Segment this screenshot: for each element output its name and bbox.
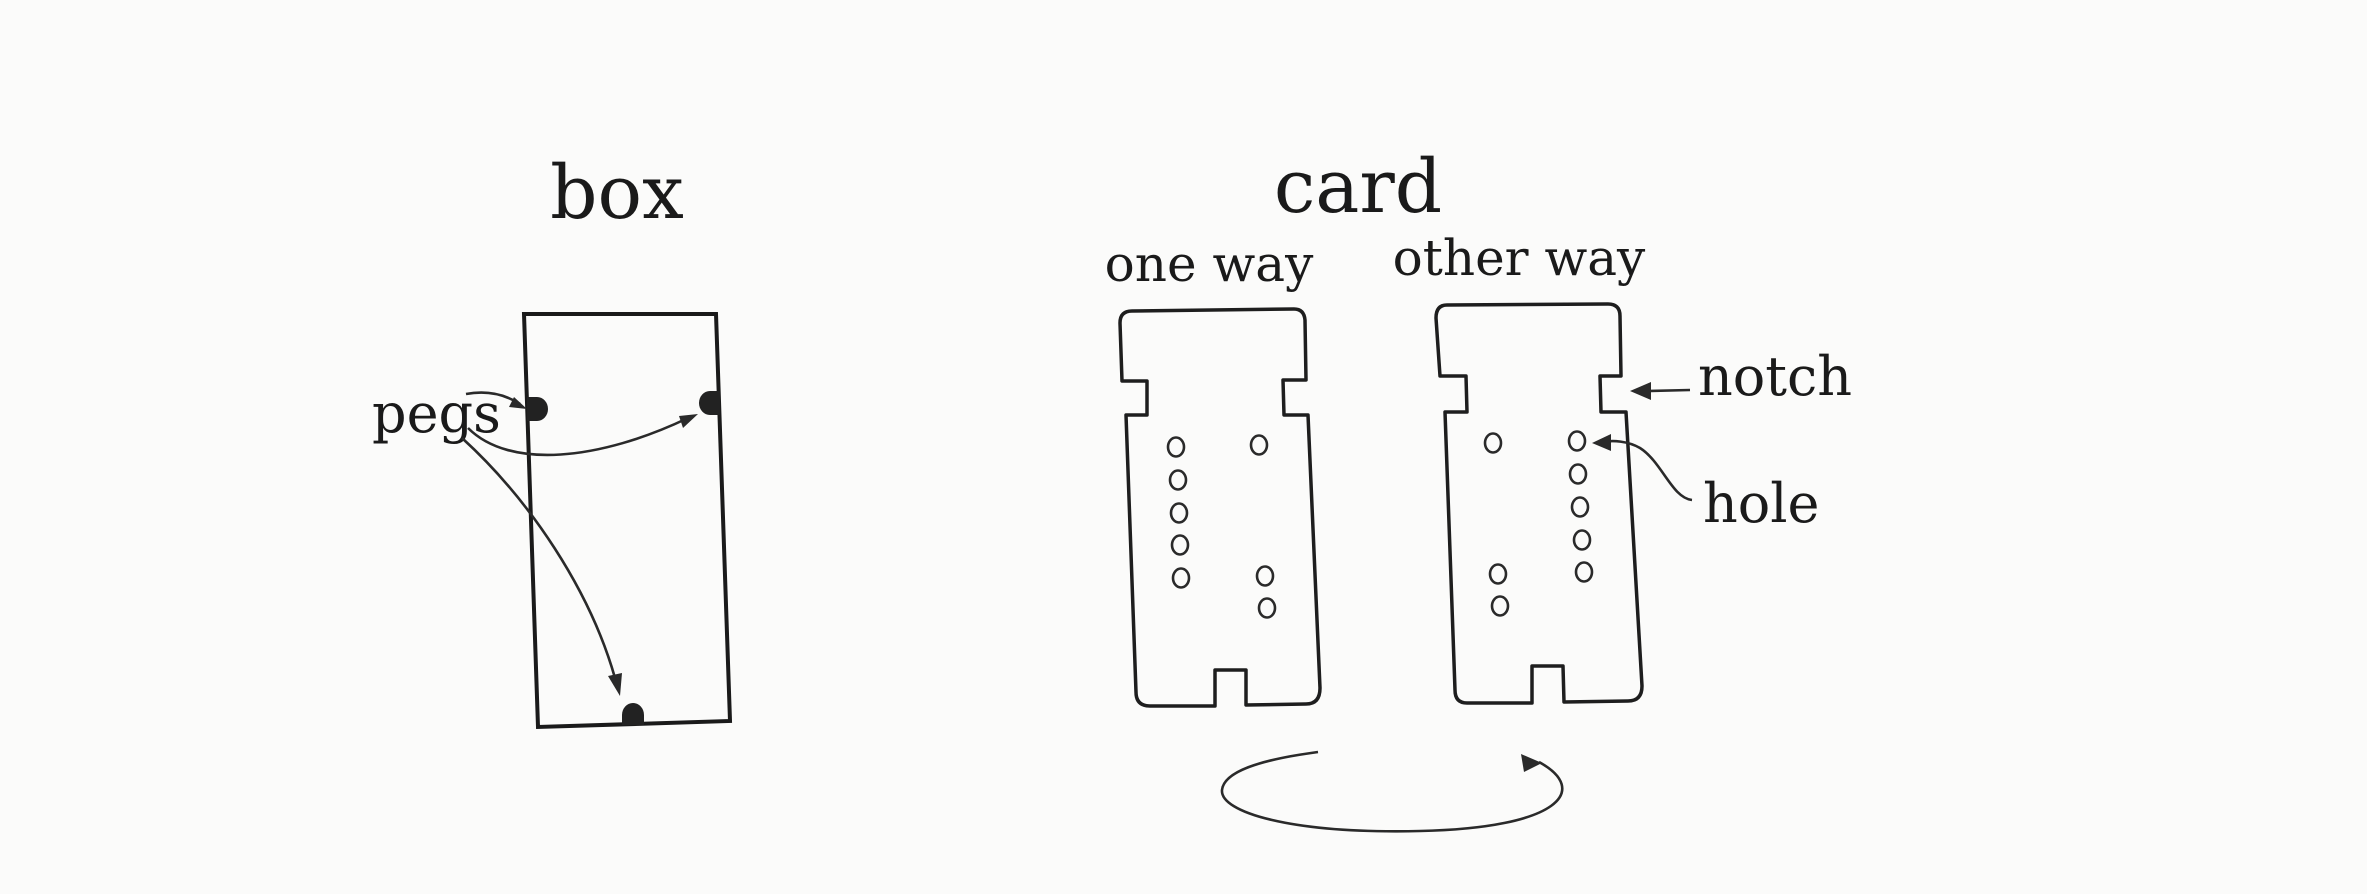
hole-arrowhead xyxy=(1592,434,1611,451)
pegs-arrowhead-bottom xyxy=(608,673,622,696)
hole xyxy=(1255,565,1275,587)
other-way-label: other way xyxy=(1393,229,1646,287)
hole xyxy=(1574,561,1594,583)
rotation-arrow xyxy=(1220,750,1564,833)
notch-arrow xyxy=(1647,388,1691,393)
peg-bottom xyxy=(622,703,644,725)
box-outline xyxy=(521,312,733,730)
pegs-arrow-to-right-peg xyxy=(467,416,689,457)
card-title: card xyxy=(1274,144,1442,230)
hole xyxy=(1490,595,1510,617)
card-one-way-holes xyxy=(1166,434,1277,619)
peg-right xyxy=(699,391,720,415)
hole xyxy=(1567,430,1587,452)
one-way-label: one way xyxy=(1105,235,1314,293)
hole-arrow xyxy=(1603,439,1693,502)
pegs-arrowhead-left xyxy=(509,397,527,409)
hole xyxy=(1257,597,1277,619)
pegs-arrowhead-right xyxy=(679,414,698,428)
box-title: box xyxy=(550,150,684,236)
rotation-arrowhead xyxy=(1521,754,1542,772)
hole xyxy=(1488,563,1508,585)
hole xyxy=(1170,534,1190,556)
box-figure: box pegs xyxy=(372,150,733,730)
hole xyxy=(1171,567,1191,589)
hole xyxy=(1483,432,1503,454)
hole xyxy=(1572,529,1592,551)
hole xyxy=(1168,469,1188,491)
notch-arrowhead xyxy=(1630,382,1651,400)
hole xyxy=(1169,502,1189,524)
card-one-way-outline xyxy=(1118,307,1322,708)
hole xyxy=(1166,436,1186,458)
card-other-way xyxy=(1434,302,1644,705)
pegs-arrow-to-bottom-peg xyxy=(461,437,617,679)
peg-left xyxy=(527,397,548,421)
notch-label: notch xyxy=(1698,345,1852,408)
hole xyxy=(1568,463,1588,485)
hole xyxy=(1249,434,1269,456)
card-one-way xyxy=(1118,307,1322,708)
card-other-way-outline xyxy=(1434,302,1644,705)
hole xyxy=(1570,496,1590,518)
card-figure: card one way other way xyxy=(1105,144,1852,833)
hole-label: hole xyxy=(1703,472,1820,535)
card-other-way-holes xyxy=(1483,430,1594,617)
